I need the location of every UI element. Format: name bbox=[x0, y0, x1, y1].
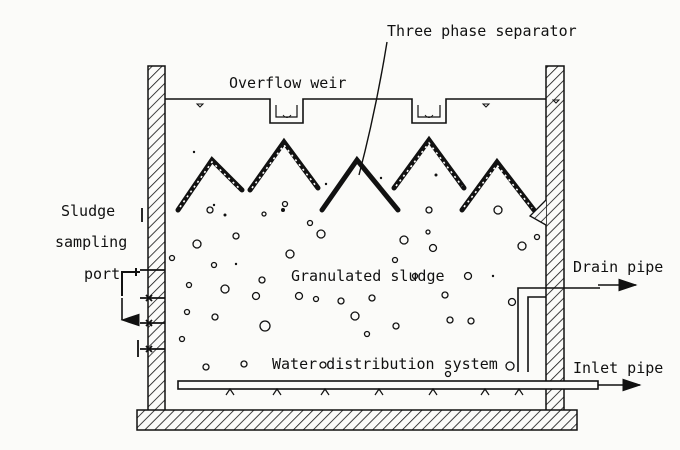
right-baffle bbox=[528, 199, 547, 226]
label-three-phase-separator: Three phase separator bbox=[387, 22, 577, 40]
separator-leader-line bbox=[358, 41, 388, 176]
label-sampling: sampling bbox=[55, 233, 127, 251]
label-inlet-pipe: Inlet pipe bbox=[573, 359, 663, 377]
overflow-weir bbox=[165, 98, 561, 124]
bottom-slab bbox=[136, 409, 578, 431]
drain-pipe bbox=[517, 278, 638, 372]
label-drain-pipe: Drain pipe bbox=[573, 258, 663, 276]
label-overflow-weir: Overflow weir bbox=[229, 74, 346, 92]
sampling-ports bbox=[120, 208, 165, 357]
label-granulated-sludge: Granulated sludge bbox=[291, 267, 445, 285]
right-wall bbox=[545, 65, 565, 412]
separator-chevron bbox=[459, 157, 537, 213]
three-phase-separator bbox=[175, 135, 537, 213]
water-distribution-system bbox=[177, 378, 642, 396]
separator-chevron bbox=[175, 156, 245, 213]
reactor-walls bbox=[136, 65, 578, 431]
label-port: port bbox=[84, 265, 120, 283]
granulated-sludge-particles bbox=[168, 200, 541, 378]
separator-chevron bbox=[319, 155, 401, 213]
label-water-distribution-system: Water distribution system bbox=[272, 355, 498, 373]
label-sludge: Sludge bbox=[61, 202, 115, 220]
left-wall bbox=[147, 65, 166, 412]
water-surface bbox=[165, 98, 546, 124]
separator-chevron bbox=[391, 135, 467, 191]
sampling-port-tap bbox=[121, 268, 140, 296]
separator-chevron bbox=[247, 137, 321, 193]
